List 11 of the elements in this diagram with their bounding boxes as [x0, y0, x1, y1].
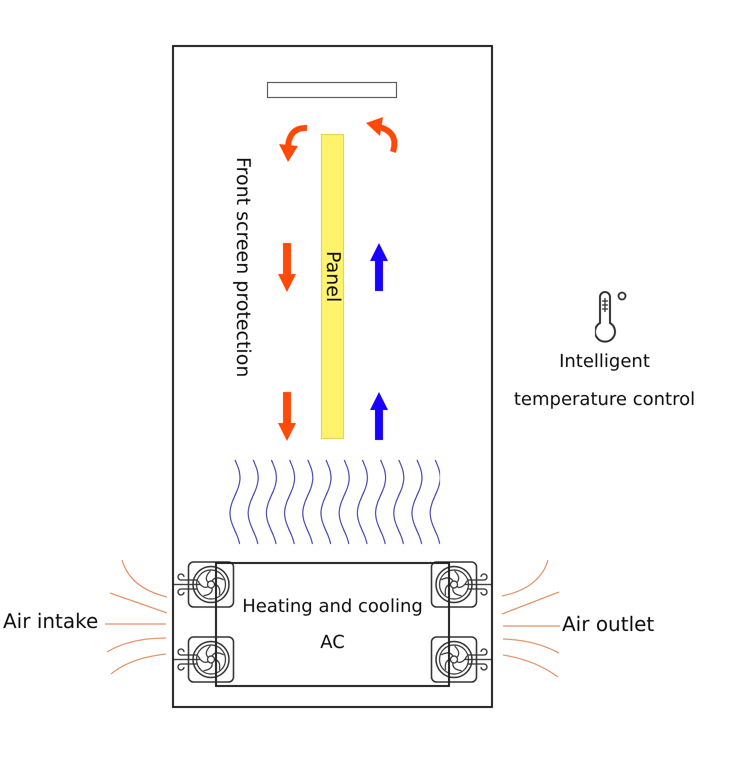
outlet-label: Air outlet [562, 612, 654, 636]
cabinet-frame [172, 45, 493, 708]
intake-label: Air intake [3, 609, 98, 633]
side-label: Front screen protection [231, 157, 254, 378]
unit-title: Heating and cooling [242, 596, 423, 618]
slot [267, 82, 397, 98]
panel-bar [321, 134, 344, 439]
unit-label: AC [320, 632, 345, 654]
ac-unit-box [215, 562, 450, 687]
panel-label: Panel [321, 251, 344, 302]
feature-label: Intelligent temperature control [512, 350, 696, 412]
